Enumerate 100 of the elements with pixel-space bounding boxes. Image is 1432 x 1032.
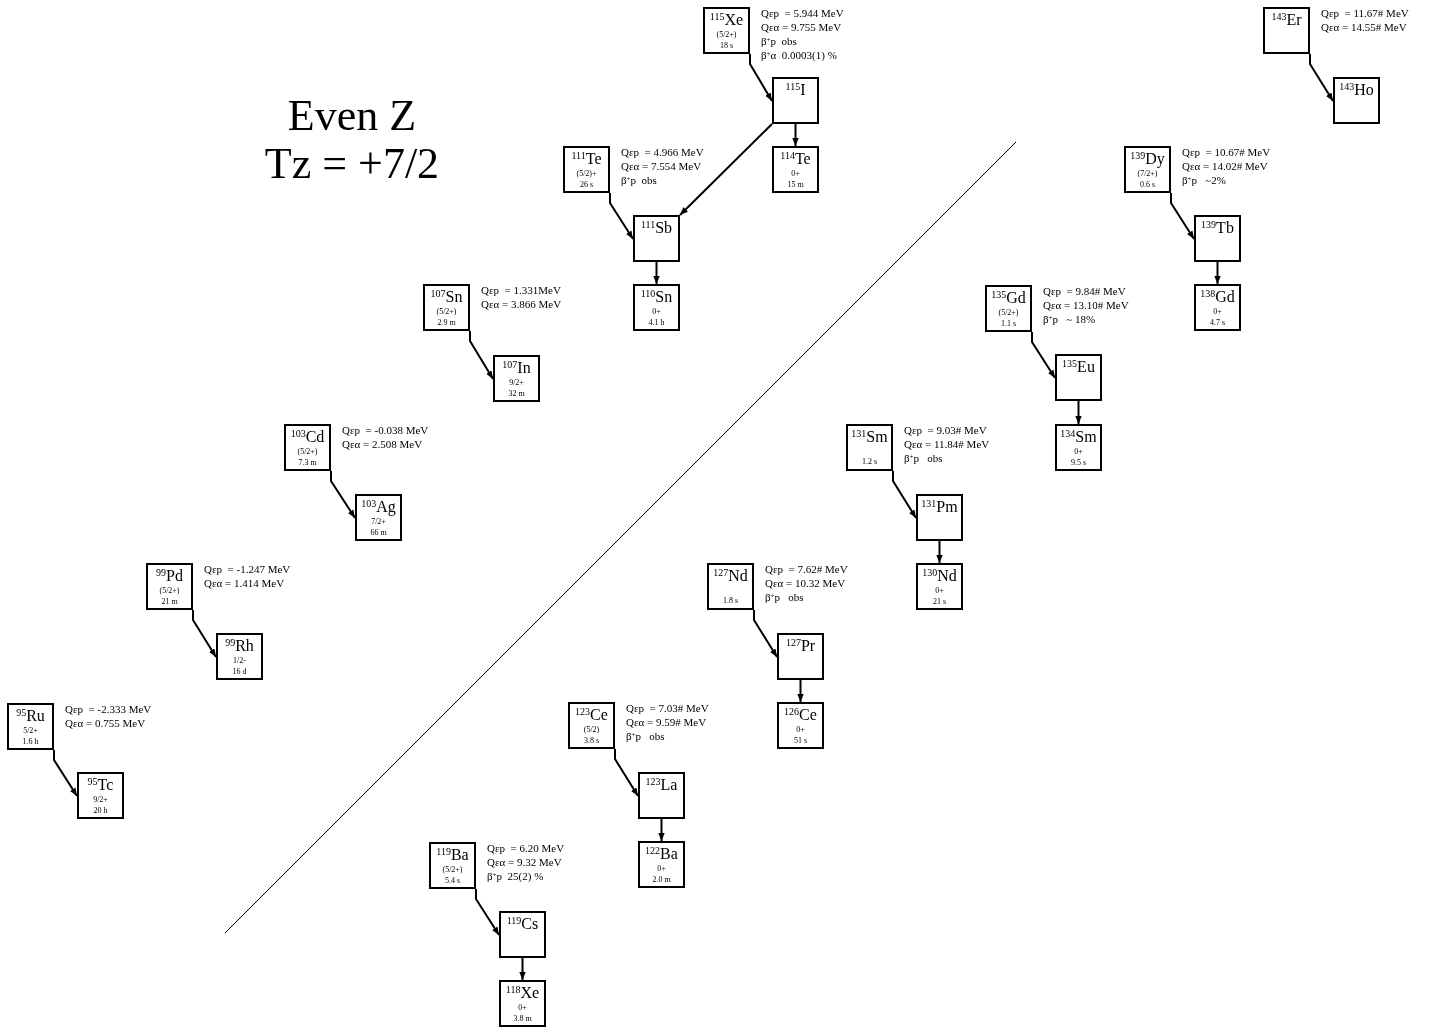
decay-q-value: β$^{+}$p obs: [626, 729, 666, 743]
decay-q-value: β$^{+}$p obs: [765, 590, 805, 604]
nuclide-box: [216, 633, 263, 680]
decay-q-value: Qεp = -1.247 MeV: [204, 562, 291, 576]
nuclide-box: [772, 146, 819, 193]
decay-arrow: [1309, 53, 1334, 102]
nuclide-box: [1194, 215, 1241, 262]
nuclide-symbol: $^{107}$In: [502, 359, 531, 377]
decay-q-value: Qεα = 9.59# MeV: [626, 715, 708, 729]
nuclide-symbol: $^{119}$Ba: [436, 846, 469, 864]
nuclide-box: [429, 842, 476, 889]
decay-q-value: β$^{+}$p obs: [621, 173, 658, 187]
nuclide-symbol: $^{95}$Tc: [87, 776, 114, 794]
nuclide-box: [355, 494, 402, 541]
decay-q-value: Qεα = 3.866 MeV: [481, 297, 562, 311]
decay-q-value: Qεp = -0.038 MeV: [342, 423, 429, 437]
nuclide-symbol: $^{127}$Nd: [713, 567, 748, 585]
nuclide-symbol: $^{139}$Tb: [1201, 219, 1234, 237]
decay-arrow: [679, 123, 773, 216]
spin-parity: 5/2+: [23, 725, 38, 736]
nuclide-symbol: $^{131}$Pm: [921, 498, 958, 516]
nuclide-box: [563, 146, 610, 193]
decay-q-value: Qεp = 4.966 MeV: [621, 145, 704, 159]
nuclide-box: [638, 772, 685, 819]
nuclide-symbol: $^{119}$Cs: [506, 915, 539, 933]
nuclide-box: [633, 215, 680, 262]
nuclide-box: [423, 284, 470, 331]
nuclide-box: [493, 355, 540, 402]
half-life: 15 m: [787, 179, 804, 190]
decay-arrow: [192, 609, 217, 658]
half-life: 7.3 m: [298, 457, 317, 468]
nuclide-box: [703, 7, 750, 54]
decay-q-value: Qεp = 5.944 MeV: [761, 6, 844, 20]
diagram-title: Even Z Tz = +7/2: [263, 92, 441, 189]
half-life: 21 m: [161, 596, 178, 607]
half-life: 1.6 h: [22, 736, 39, 747]
spin-parity: (5/2+): [716, 29, 737, 40]
half-life: 9.5 s: [1070, 457, 1087, 468]
decay-q-value: Qεα = 11.84# MeV: [904, 437, 990, 451]
decay-q-value: β$^{+}$p ~ 18%: [1043, 312, 1097, 326]
decay-q-value: Qεα = 7.554 MeV: [621, 159, 703, 173]
nuclide-box: [1333, 77, 1380, 124]
nuclide-box: [1124, 146, 1171, 193]
half-life: 2.9 m: [437, 317, 456, 328]
decay-q-value: Qεp = 9.84# MeV: [1043, 284, 1127, 298]
nuclide-box: [916, 563, 963, 610]
spin-parity: 0+: [652, 306, 661, 317]
decay-arrow: [1170, 192, 1195, 240]
nuclide-symbol: $^{111}$Sb: [640, 219, 673, 237]
nuclide-box: [707, 563, 754, 610]
decay-q-value: Qεp = 7.62# MeV: [765, 562, 848, 576]
nuclide-box: [638, 841, 685, 888]
spin-parity: 9/2+: [93, 794, 108, 805]
half-life: 1.1 s: [1000, 318, 1017, 329]
nuclide-symbol: $^{115}$Xe: [709, 11, 744, 29]
decay-q-value: Qεp = 11.67# MeV: [1321, 6, 1409, 20]
decay-q-value: Qεα = 9.32 MeV: [487, 855, 563, 869]
nuclide-symbol: $^{107}$Sn: [430, 288, 463, 306]
half-life: 0.6 s: [1139, 179, 1156, 190]
decay-q-value: Qεα = 14.55# MeV: [1321, 20, 1408, 34]
decay-arrow: [753, 609, 778, 658]
spin-parity: 0+: [1074, 446, 1083, 457]
nuclide-symbol: $^{95}$Ru: [16, 707, 45, 725]
spin-parity: (5/2+): [436, 306, 457, 317]
nuclide-box: [1055, 424, 1102, 471]
nuclide-symbol: $^{131}$Sm: [851, 428, 888, 446]
nuclide-symbol: $^{135}$Eu: [1062, 358, 1095, 376]
spin-parity: 7/2+: [371, 516, 386, 527]
nuclide-symbol: $^{122}$Ba: [645, 845, 678, 863]
spin-parity: (5/2+): [297, 446, 318, 457]
decay-q-value: β$^{+}$p 25(2) %: [487, 869, 545, 883]
nuclide-symbol: $^{115}$I: [785, 81, 806, 99]
nuclide-box: [499, 980, 546, 1027]
spin-parity: 0+: [1213, 306, 1222, 317]
nuclide-symbol: $^{127}$Pr: [785, 637, 816, 655]
decay-arrow: [658, 818, 665, 842]
decay-q-value: Qεp = -2.333 MeV: [65, 702, 152, 716]
half-life: 4.1 h: [648, 317, 665, 328]
nuclide-symbol: $^{118}$Xe: [505, 984, 540, 1002]
half-life: 3.8 m: [513, 1013, 532, 1024]
decay-q-value: Qεp = 1.331MeV: [481, 283, 562, 297]
decay-arrow: [330, 470, 356, 519]
spin-parity: 0+: [791, 168, 800, 179]
spin-parity: 0+: [796, 724, 805, 735]
spin-parity: 0+: [935, 585, 944, 596]
decay-arrow: [792, 123, 799, 147]
decay-q-value: β$^{+}$α 0.0003(1) %: [761, 48, 838, 62]
nuclide-box: [772, 77, 819, 124]
decay-q-value: Qεp = 7.03# MeV: [626, 701, 709, 715]
decay-arrow: [936, 540, 943, 564]
half-life: 51 s: [793, 735, 808, 746]
nuclide-box: [985, 285, 1032, 332]
decay-q-value: Qεp = 9.03# MeV: [904, 423, 988, 437]
decay-q-value: β$^{+}$p ~2%: [1182, 173, 1227, 187]
nuclide-symbol: $^{143}$Ho: [1339, 81, 1374, 99]
half-life: 1.2 s: [861, 456, 878, 467]
nuclide-box: [777, 633, 824, 680]
half-life: 1.8 s: [722, 595, 739, 606]
decay-q-value: Qεα = 0.755 MeV: [65, 716, 147, 730]
nuclide-box: [846, 424, 893, 471]
